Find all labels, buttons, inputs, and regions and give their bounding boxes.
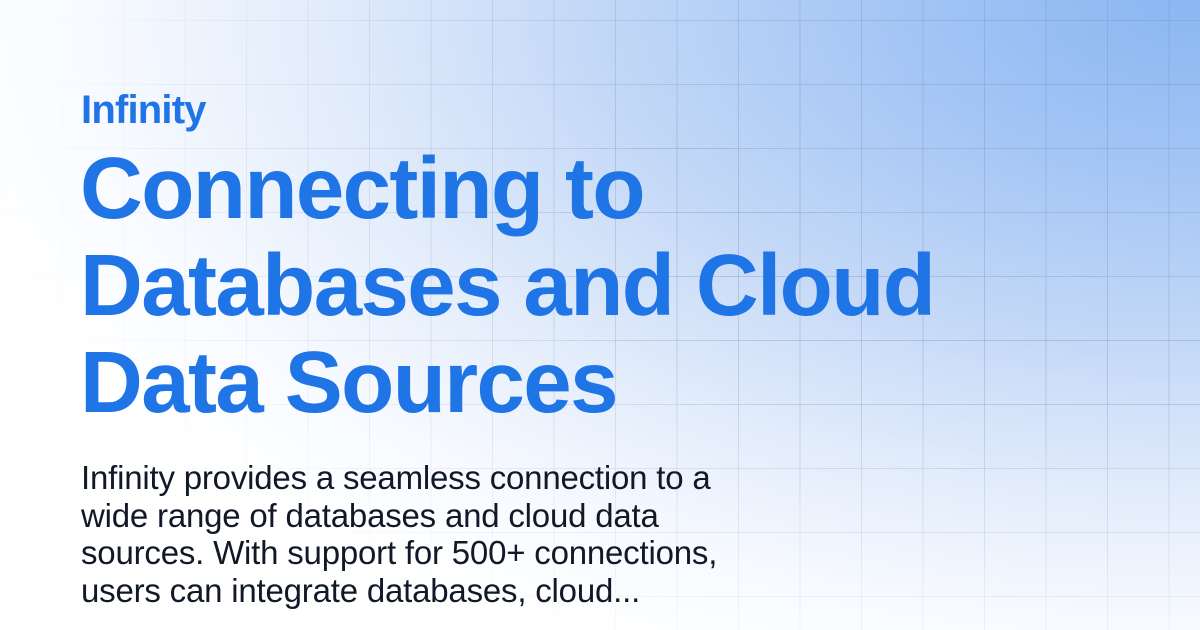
page-title: Connecting to Databases and Cloud Data S… [80,140,1180,431]
title-line: Connecting to [80,140,646,237]
title-line: Data Sources [80,334,618,431]
description-line: sources. With support for 500+ connectio… [81,534,718,571]
description-line: Infinity provides a seamless connection … [81,459,711,496]
description-line: wide range of databases and cloud data [81,496,659,534]
description-line: users can integrate databases, cloud... [81,571,641,609]
title-line: Databases and Cloud [80,237,936,334]
description: Infinity provides a seamless connection … [81,459,981,609]
brand-name: Infinity [81,88,207,132]
